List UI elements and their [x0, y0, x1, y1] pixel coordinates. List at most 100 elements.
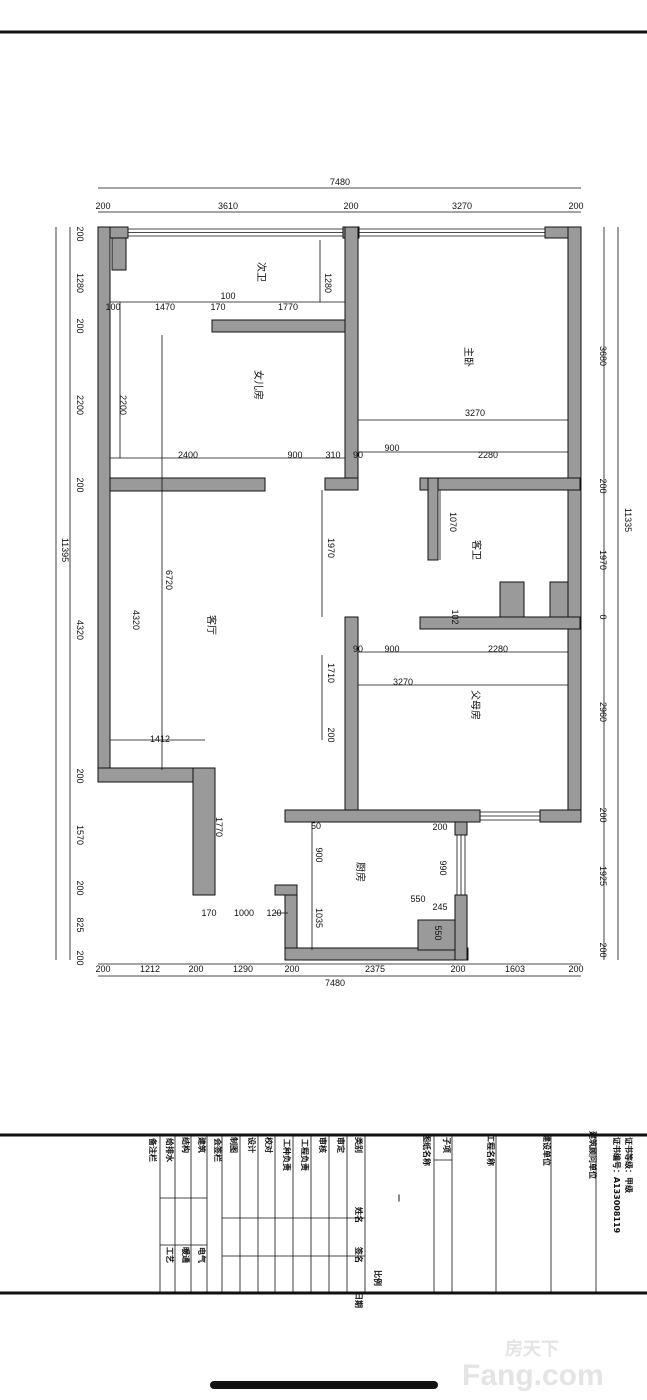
- dimension-label: 900: [384, 443, 399, 453]
- dimension-label: 3270: [465, 408, 485, 418]
- dimension-label: 310: [325, 450, 340, 460]
- title-block-cell: 设计: [247, 1137, 257, 1153]
- dimension-label: 2280: [488, 644, 508, 654]
- title-block-cell: 比例: [373, 1270, 383, 1286]
- title-block-cell: 工种负责: [282, 1139, 292, 1171]
- dimension-label: 200: [432, 822, 447, 832]
- title-block-cell: 子项: [442, 1137, 451, 1153]
- dimension-label: 4320: [75, 620, 85, 640]
- dimension-label: 1070: [448, 512, 458, 532]
- dimension-label: 200: [598, 942, 608, 957]
- title-block-cell: 建筑顾问单位: [588, 1130, 598, 1179]
- watermark-cn: 房天下: [505, 1338, 559, 1359]
- dimension-label: 550: [410, 894, 425, 904]
- dimension-label: 11395: [60, 538, 70, 562]
- dimension-label: 3270: [452, 201, 472, 211]
- title-block-cell: 姓名: [354, 1206, 364, 1223]
- room-label: 女儿房: [252, 370, 265, 400]
- dimension-label: 7480: [325, 978, 345, 988]
- dimension-label: 1412: [150, 734, 170, 744]
- dimension-label: 550: [433, 925, 443, 940]
- title-block-cell: 工程负责: [300, 1139, 310, 1171]
- dimension-label: 1035: [314, 908, 324, 928]
- windows: [128, 228, 545, 895]
- title-block-cell: —: [395, 1194, 404, 1202]
- dimension-label: 200: [343, 201, 358, 211]
- title-block-cell: 证书编号：A133008119: [612, 1137, 622, 1234]
- title-block-cell: 给排水: [165, 1138, 175, 1163]
- dimension-label: 0: [598, 614, 608, 619]
- dimension-label: 1570: [75, 825, 85, 845]
- dimension-label: 3270: [393, 677, 413, 687]
- title-block-cell: 校对: [264, 1137, 274, 1153]
- dimension-label: 245: [432, 902, 447, 912]
- dimension-label: 200: [568, 964, 583, 974]
- dimension-label: 1970: [326, 538, 336, 558]
- title-block-cell: 电气: [197, 1247, 207, 1263]
- room-label: 父母房: [469, 690, 482, 720]
- dimension-label: 120: [266, 908, 281, 918]
- dimension-label: 200: [95, 964, 110, 974]
- dimension-label: 1290: [233, 964, 253, 974]
- dimension-label: 200: [188, 964, 203, 974]
- room-label: 主卧: [462, 347, 475, 367]
- dimension-label: 4320: [131, 610, 141, 630]
- dimension-label: 900: [384, 644, 399, 654]
- dimension-label: 900: [287, 450, 302, 460]
- title-block-cell: 证书等级：甲级: [624, 1137, 634, 1194]
- dimension-label: 7480: [330, 177, 350, 187]
- dimension-label: 200: [326, 727, 336, 742]
- dimension-label: 2375: [365, 964, 385, 974]
- dimension-label: 200: [95, 201, 110, 211]
- dimension-label: 1212: [140, 964, 160, 974]
- dimension-label: 90: [353, 644, 363, 654]
- dimension-label: 100: [220, 291, 235, 301]
- dimension-label: 1770: [214, 817, 224, 837]
- dimension-label: 1710: [326, 663, 336, 683]
- dimension-label: 1000: [234, 908, 254, 918]
- walls: [97, 226, 582, 961]
- dimension-label: 200: [75, 950, 85, 965]
- dimension-label: 825: [75, 917, 85, 932]
- title-block-cell: 工艺: [165, 1247, 175, 1263]
- dimension-label: 1280: [323, 273, 333, 293]
- dimension-label: 1970: [598, 550, 608, 570]
- title-block-cell: 签名: [354, 1246, 364, 1263]
- dimension-label: 200: [75, 226, 85, 241]
- dimension-label: 200: [598, 807, 608, 822]
- dimension-label: 1280: [75, 273, 85, 293]
- title-block-grid: [159, 1135, 597, 1293]
- home-indicator: [210, 1381, 438, 1389]
- dimension-label: 200: [75, 477, 85, 492]
- dimension-label: 100: [105, 302, 120, 312]
- dimension-label: 6720: [164, 570, 174, 590]
- title-block-cell: 暖通: [181, 1247, 191, 1263]
- dimension-label: 2200: [75, 395, 85, 415]
- room-label: 客厅: [205, 615, 218, 635]
- dimension-label: 11335: [623, 508, 633, 532]
- title-block-cell: 建设单位: [542, 1133, 552, 1166]
- dimension-label: 50: [311, 821, 321, 831]
- dimension-label: 200: [75, 318, 85, 333]
- room-label: 次卫: [255, 262, 268, 282]
- title-block-cell: 工程名称: [486, 1134, 496, 1166]
- dimension-label: 170: [210, 302, 225, 312]
- dimension-label: 170: [201, 908, 216, 918]
- dimension-label: 200: [75, 768, 85, 783]
- dimension-label: 200: [598, 478, 608, 493]
- title-block-cell: 图纸名称: [422, 1134, 432, 1166]
- dimension-label: 2400: [178, 450, 198, 460]
- dimension-label: 2960: [598, 702, 608, 722]
- title-block-cell: 制图: [229, 1137, 239, 1153]
- dimension-label: 200: [450, 964, 465, 974]
- title-block-cell: 备注栏: [148, 1137, 158, 1162]
- title-block-cell: 建筑: [197, 1136, 207, 1153]
- dimension-label: 1470: [155, 302, 175, 312]
- dimension-label: 200: [75, 880, 85, 895]
- title-block-cell: 类别: [354, 1137, 364, 1153]
- dimension-label: 1603: [505, 964, 525, 974]
- dimension-label: 900: [314, 847, 324, 862]
- room-label: 客卫: [470, 540, 483, 560]
- dimension-label: 990: [438, 860, 448, 875]
